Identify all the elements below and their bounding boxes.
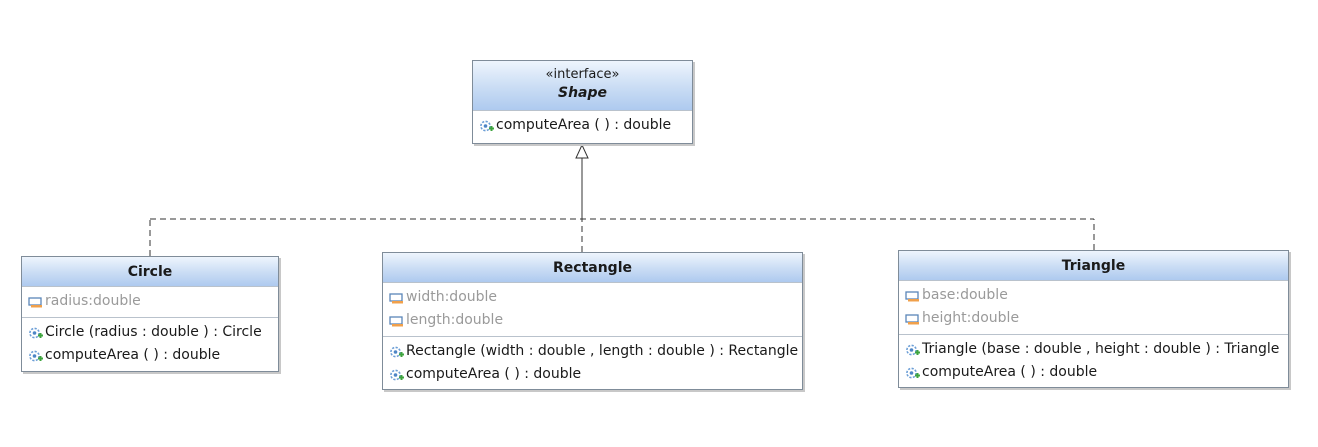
triangle-class-header: Triangle: [899, 251, 1288, 281]
shape-operations-compartment: computeArea ( ) : double: [473, 111, 692, 141]
rectangle-attribute-length[interactable]: length:double: [389, 309, 802, 332]
field-icon: [905, 290, 919, 301]
triangle-attribute-height[interactable]: height:double: [905, 307, 1288, 330]
field-icon: [28, 296, 42, 307]
circle-operation-text: Circle (radius : double ) : Circle: [45, 324, 262, 340]
public-operation-icon: [906, 344, 920, 355]
public-operation-icon: [29, 327, 43, 338]
field-icon: [905, 313, 919, 324]
rectangle-attributes-compartment: width:double length:double: [383, 283, 802, 336]
rectangle-class-box[interactable]: Rectangle width:double length:double Rec: [382, 252, 803, 390]
triangle-attribute-text: height:double: [922, 310, 1020, 326]
rectangle-operation-compute-area[interactable]: computeArea ( ) : double: [389, 363, 802, 386]
rectangle-class-header: Rectangle: [383, 253, 802, 283]
triangle-operations-compartment: Triangle (base : double , height : doubl…: [899, 334, 1288, 388]
triangle-attribute-base[interactable]: base:double: [905, 284, 1288, 307]
circle-operation-text: computeArea ( ) : double: [45, 347, 221, 363]
rectangle-attribute-text: length:double: [406, 312, 504, 328]
interface-stereotype: «interface»: [545, 67, 620, 82]
public-operation-icon: [906, 367, 920, 378]
triangle-class-name: Triangle: [1061, 258, 1126, 274]
circle-attribute-radius[interactable]: radius:double: [28, 290, 278, 313]
rectangle-operation-text: computeArea ( ) : double: [406, 366, 582, 382]
circle-attribute-text: radius:double: [45, 293, 141, 309]
rectangle-operation-constructor[interactable]: Rectangle (width : double , length : dou…: [389, 340, 802, 363]
public-operation-icon: [390, 369, 404, 380]
circle-class-name: Circle: [127, 264, 173, 280]
rectangle-attribute-text: width:double: [406, 289, 498, 305]
field-icon: [389, 292, 403, 303]
triangle-operation-compute-area[interactable]: computeArea ( ) : double: [905, 361, 1288, 384]
triangle-attribute-text: base:double: [922, 287, 1008, 303]
realization-arrowhead: [575, 143, 589, 159]
interface-name: Shape: [557, 85, 607, 101]
field-icon: [389, 315, 403, 326]
rectangle-attribute-width[interactable]: width:double: [389, 286, 802, 309]
circle-class-header: Circle: [22, 257, 278, 287]
circle-class-box[interactable]: Circle radius:double Circle (radius : do…: [21, 256, 279, 372]
rectangle-operations-compartment: Rectangle (width : double , length : dou…: [383, 336, 802, 390]
triangle-operation-text: Triangle (base : double , height : doubl…: [922, 341, 1280, 357]
triangle-operation-text: computeArea ( ) : double: [922, 364, 1098, 380]
shape-interface-header: «interface» Shape: [473, 61, 692, 111]
triangle-class-box[interactable]: Triangle base:double height:double Trian: [898, 250, 1289, 388]
shape-operation-text: computeArea ( ) : double: [496, 117, 672, 133]
shape-interface-box[interactable]: «interface» Shape computeArea ( ) : doub…: [472, 60, 693, 144]
public-operation-icon: [390, 346, 404, 357]
public-operation-icon: [480, 120, 494, 131]
public-operation-icon: [29, 350, 43, 361]
circle-operation-constructor[interactable]: Circle (radius : double ) : Circle: [28, 321, 278, 344]
circle-operation-compute-area[interactable]: computeArea ( ) : double: [28, 344, 278, 367]
shape-operation-compute-area[interactable]: computeArea ( ) : double: [479, 114, 692, 137]
triangle-attributes-compartment: base:double height:double: [899, 281, 1288, 334]
rectangle-class-name: Rectangle: [553, 260, 632, 276]
rectangle-operation-text: Rectangle (width : double , length : dou…: [406, 343, 799, 359]
circle-attributes-compartment: radius:double: [22, 287, 278, 317]
triangle-operation-constructor[interactable]: Triangle (base : double , height : doubl…: [905, 338, 1288, 361]
circle-operations-compartment: Circle (radius : double ) : Circle compu…: [22, 317, 278, 371]
